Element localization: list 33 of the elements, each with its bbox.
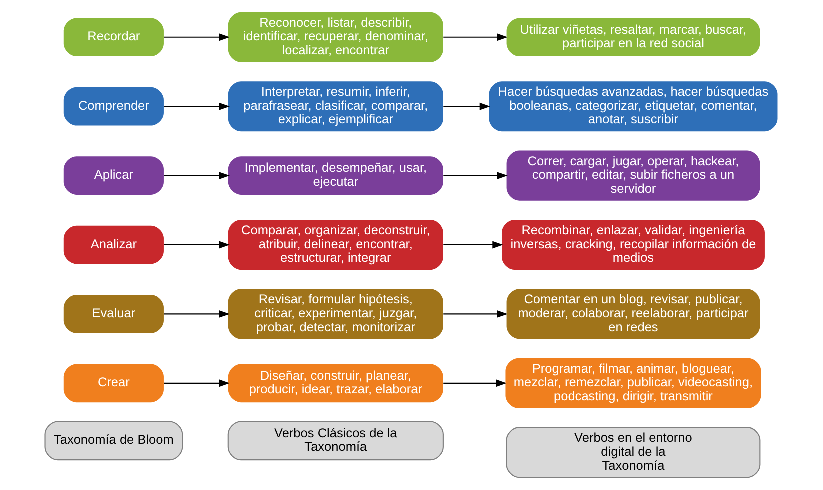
arrow <box>444 34 508 42</box>
node-box: Evaluar <box>64 295 164 334</box>
arrow <box>164 380 230 388</box>
node-box: Interpretar, resumir, inferir, parafrasear, clasificar, comparar, explicar, ejemplificar <box>228 82 444 132</box>
node-box: Hacer búsquedas avanzadas, hacer búsquedas booleanas, categorizar, etiquetar, comentar, anotar, suscribir <box>489 82 778 132</box>
node-box: Reconocer, listar, describir, identificar, recuperar, denominar, localizar, encontrar <box>228 12 444 62</box>
node-box: Utilizar viñetas, resaltar, marcar, buscar, participar en la red social <box>506 18 760 57</box>
arrow <box>164 241 230 249</box>
node-box: Recordar <box>64 18 164 57</box>
node-box: Comparar, organizar, deconstruir, atribuir, delinear, encontrar, estructurar, integrar <box>228 220 444 270</box>
node-box: Programar, filmar, animar, bloguear, mezclar, remezclar, publicar, videocasting, podcasting, dirigir, transmitir <box>506 358 762 408</box>
node-box: Correr, cargar, jugar, operar, hackear, compartir, editar, subir ficheros a un servidor <box>506 150 760 201</box>
arrow <box>444 241 504 249</box>
node-box: Taxonomía de Bloom <box>44 421 184 461</box>
arrow <box>164 34 230 42</box>
node-box: Verbos Clásicos de la Taxonomía <box>228 421 444 461</box>
node-box: Comentar en un blog, revisar, publicar, moderar, colaborar, reelaborar, participar en redes <box>506 289 760 340</box>
node-box: Crear <box>64 364 164 403</box>
arrow <box>444 310 508 318</box>
node-box: Analizar <box>64 226 164 264</box>
node-box: Diseñar, construir, planear, producir, idear, trazar, elaborar <box>228 364 444 403</box>
arrow <box>444 172 508 180</box>
node-box: Verbos en el entorno digital de la Taxonomía <box>506 427 761 478</box>
node-box: Comprender <box>64 87 164 126</box>
arrow <box>444 380 507 388</box>
arrow <box>164 102 230 110</box>
arrow <box>444 102 490 110</box>
node-box: Revisar, formular hipótesis, criticar, experimentar, juzgar, probar, detectar, monitorizar <box>228 289 444 340</box>
node-box: Implementar, desempeñar, usar, ejecutar <box>228 156 444 195</box>
node-box: Aplicar <box>64 156 164 195</box>
arrow <box>164 310 230 318</box>
node-box: Recombinar, enlazar, validar, ingeniería inversas, cracking, recopilar información de medios <box>502 220 765 270</box>
arrow <box>164 172 230 180</box>
